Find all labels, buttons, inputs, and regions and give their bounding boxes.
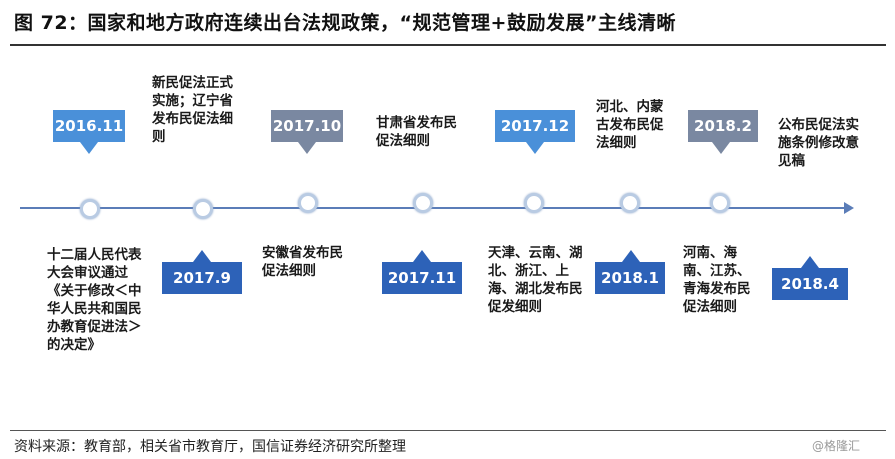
timeline-node [524, 193, 544, 213]
date-label-2018-1: 2018.1 [595, 262, 665, 294]
event-text-2018-1: 河北、内蒙古发布民促法细则 [596, 99, 664, 151]
event-text-2018-4: 公布民促法实施条例修改意见稿 [778, 117, 859, 169]
event-text-2016-11: 十二届人民代表大会审议通过《关于修改＜中华人民共和国民办教育促进法＞的决定》 [47, 247, 142, 353]
timeline-arrow-icon [844, 202, 854, 214]
event-text-2017-12: 天津、云南、湖北、浙江、上海、湖北发布民促发细则 [488, 245, 583, 315]
date-label-2017-11: 2017.11 [382, 262, 462, 294]
date-pointer [413, 250, 431, 262]
date-label-2018-4: 2018.4 [772, 268, 848, 300]
date-label-2016-11: 2016.11 [53, 110, 125, 142]
event-text-2017-9: 新民促法正式实施；辽宁省发布民促法细则 [152, 75, 233, 145]
timeline-node [298, 193, 318, 213]
date-label-2017-9: 2017.9 [162, 262, 242, 294]
date-pointer [622, 250, 640, 262]
timeline-node [620, 193, 640, 213]
source-note: 资料来源：教育部，相关省市教育厅，国信证券经济研究所整理 [14, 439, 406, 455]
timeline-axis [20, 207, 846, 209]
date-pointer [193, 250, 211, 262]
timeline-node [80, 199, 100, 219]
timeline-node [710, 193, 730, 213]
date-pointer [298, 142, 316, 154]
timeline-node [193, 199, 213, 219]
date-label-2017-12: 2017.12 [495, 110, 575, 142]
figure-title: 图 72：国家和地方政府连续出台法规政策，“规范管理+鼓励发展”主线清晰 [14, 12, 676, 34]
date-pointer [712, 142, 730, 154]
event-text-2017-11: 甘肃省发布民促法细则 [376, 115, 457, 149]
date-pointer [80, 142, 98, 154]
title-divider [10, 44, 886, 46]
date-pointer [526, 142, 544, 154]
event-text-2017-10: 安徽省发布民促法细则 [262, 245, 343, 279]
watermark: @格隆汇 [812, 439, 861, 453]
date-label-2018-2: 2018.2 [688, 110, 758, 142]
date-label-2017-10: 2017.10 [271, 110, 343, 142]
date-pointer [801, 256, 819, 268]
event-text-2018-2: 河南、海南、江苏、青海发布民促法细则 [683, 245, 751, 315]
footer-divider [10, 430, 886, 431]
timeline-node [413, 193, 433, 213]
